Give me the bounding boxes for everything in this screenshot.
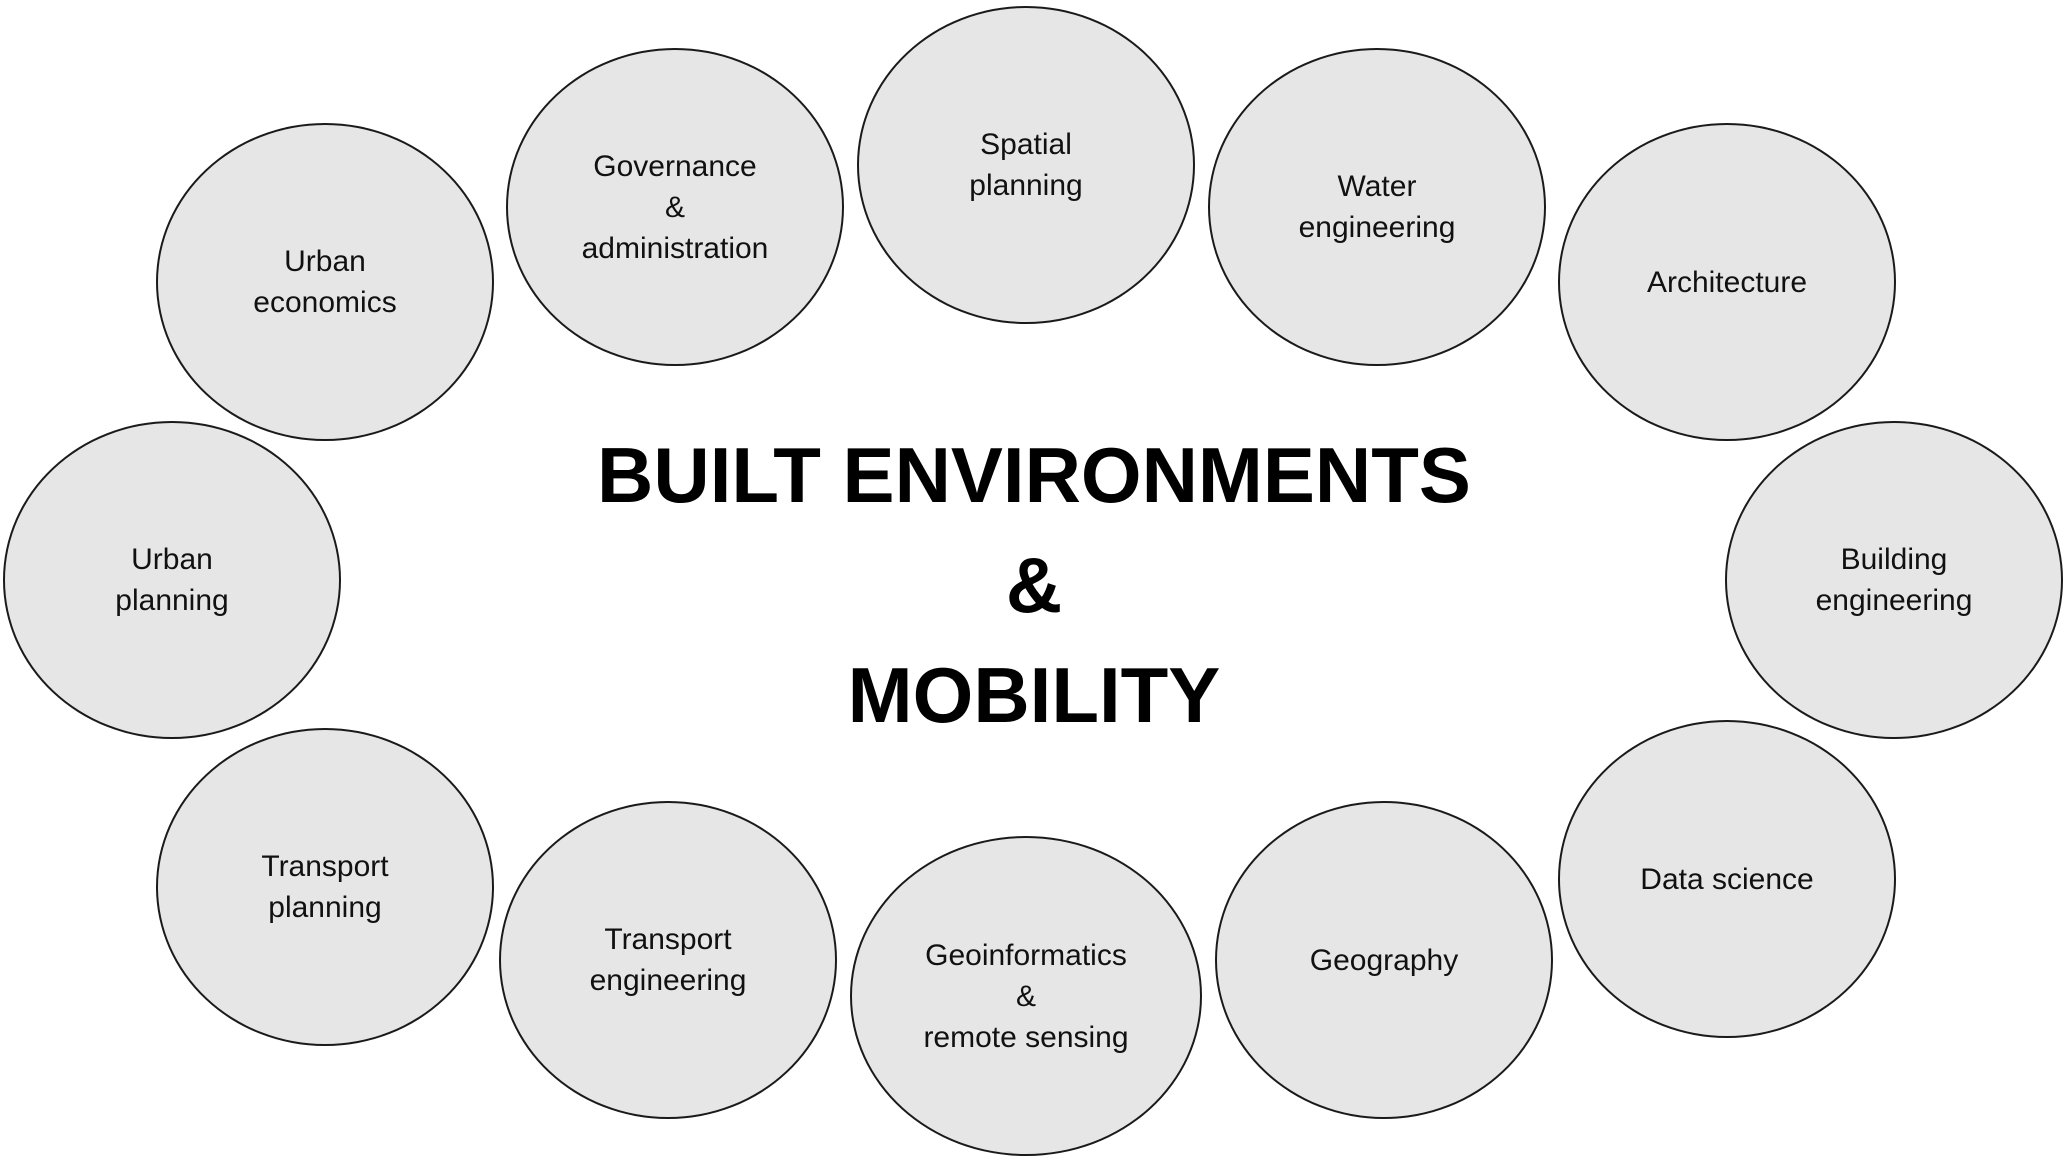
discipline-label: Building engineering xyxy=(1816,539,1973,621)
discipline-label: Urban planning xyxy=(115,539,228,621)
discipline-circle-transport-engineering: Transport engineering xyxy=(499,801,837,1119)
discipline-label-line: Urban xyxy=(131,543,213,576)
discipline-label-line: planning xyxy=(268,891,382,924)
discipline-circle-data-science: Data science xyxy=(1558,720,1896,1038)
discipline-circle-urban-economics: Urban economics xyxy=(156,123,494,441)
discipline-label-line: planning xyxy=(969,169,1083,202)
discipline-label-line: remote sensing xyxy=(923,1020,1129,1054)
discipline-circle-water-engineering: Water engineering xyxy=(1208,48,1546,366)
center-title-line: & xyxy=(1005,541,1063,629)
discipline-circle-geography: Geography xyxy=(1215,801,1553,1119)
discipline-label: Spatial planning xyxy=(969,124,1082,206)
discipline-label: Water engineering xyxy=(1299,166,1456,248)
center-title-line: MOBILITY xyxy=(847,651,1221,739)
discipline-label-line: Transport xyxy=(261,850,389,883)
discipline-label-line: Transport xyxy=(604,923,732,956)
discipline-circle-architecture: Architecture xyxy=(1558,123,1896,441)
discipline-label-line: Data science xyxy=(1640,862,1814,896)
discipline-label-line: administration xyxy=(581,231,769,265)
discipline-label-line: Building xyxy=(1840,543,1948,576)
center-title-line: BUILT ENVIRONMENTS xyxy=(597,431,1471,519)
discipline-label-line: planning xyxy=(115,584,229,617)
discipline-label: Architecture xyxy=(1647,262,1807,303)
discipline-label-line: Geography xyxy=(1309,943,1459,977)
discipline-label-line: Spatial xyxy=(980,128,1072,161)
discipline-circle-transport-planning: Transport planning xyxy=(156,728,494,1046)
discipline-label-line: Urban xyxy=(284,245,366,278)
discipline-label-line: engineering xyxy=(589,964,747,997)
discipline-label-line: Water xyxy=(1337,170,1417,203)
discipline-circle-urban-planning: Urban planning xyxy=(3,421,341,739)
discipline-label-line: engineering xyxy=(1815,584,1973,617)
discipline-label: Transport engineering xyxy=(590,919,747,1001)
discipline-label: Transport planning xyxy=(261,846,388,928)
discipline-label-line: Architecture xyxy=(1646,265,1808,299)
discipline-label-line: & xyxy=(1015,979,1036,1013)
discipline-circle-spatial-planning: Spatial planning xyxy=(857,6,1195,324)
discipline-label: Governance & administration xyxy=(582,146,769,269)
discipline-label-line: & xyxy=(664,190,685,224)
discipline-label: Geography xyxy=(1310,940,1458,981)
discipline-circle-geoinformatics-remote-sensing: Geoinformatics & remote sensing xyxy=(850,836,1202,1156)
discipline-circle-governance-administration: Governance & administration xyxy=(506,48,844,366)
discipline-label-line: Geoinformatics xyxy=(925,938,1127,972)
discipline-label-line: economics xyxy=(253,286,397,319)
discipline-label-line: engineering xyxy=(1298,211,1456,244)
discipline-label: Geoinformatics & remote sensing xyxy=(923,935,1128,1058)
discipline-label: Urban economics xyxy=(253,241,396,323)
discipline-circle-building-engineering: Building engineering xyxy=(1725,421,2063,739)
center-title: BUILT ENVIRONMENTS & MOBILITY xyxy=(534,420,1534,750)
discipline-label-line: Governance xyxy=(593,149,757,183)
discipline-label: Data science xyxy=(1640,859,1813,900)
